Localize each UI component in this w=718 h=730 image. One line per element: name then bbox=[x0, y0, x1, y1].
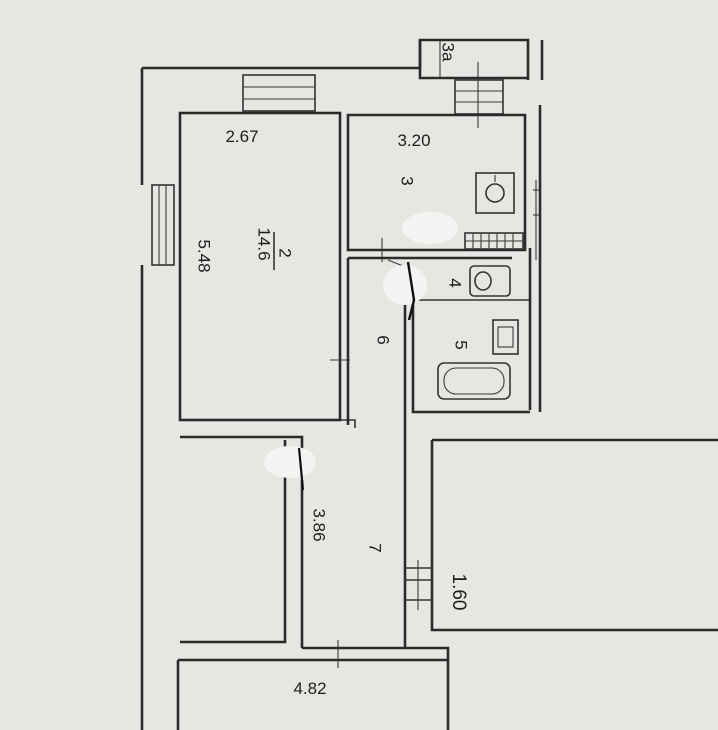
kitchen-counter bbox=[464, 232, 524, 250]
room-6-number-label: 6 bbox=[374, 335, 393, 344]
sink bbox=[492, 319, 519, 355]
room-2-walls bbox=[178, 111, 356, 428]
bathtub bbox=[437, 362, 511, 400]
room-3-width-label: 3.20 bbox=[397, 131, 430, 150]
room-2-area-label: 14.6 bbox=[255, 227, 274, 260]
room-7-length-label: 3.86 bbox=[310, 508, 329, 541]
lower-walls bbox=[176, 425, 718, 730]
corridor-width-label: 1.60 bbox=[448, 574, 469, 611]
room-2-length-label: 5.48 bbox=[195, 239, 214, 272]
room-3-number-label: 3 bbox=[398, 176, 417, 185]
corridor-walls bbox=[346, 256, 530, 425]
room-2-number-label: 2 bbox=[276, 248, 295, 257]
toilet bbox=[469, 265, 511, 297]
room-7-number-label: 7 bbox=[366, 543, 385, 552]
room-4-number-label: 4 bbox=[446, 278, 465, 287]
room-5-number-label: 5 bbox=[452, 340, 471, 349]
pen-stroke-2 bbox=[297, 447, 305, 491]
room-3a-label: 3a bbox=[439, 43, 458, 62]
window-marks bbox=[533, 180, 540, 260]
stove bbox=[475, 172, 515, 214]
scan-smudges bbox=[264, 212, 458, 491]
room-2-width-label: 2.67 bbox=[225, 127, 258, 146]
room-3a-box bbox=[418, 40, 528, 80]
lower-room-width-label: 4.82 bbox=[293, 679, 326, 698]
stair-hatching bbox=[151, 62, 504, 266]
pen-stroke bbox=[406, 261, 416, 321]
